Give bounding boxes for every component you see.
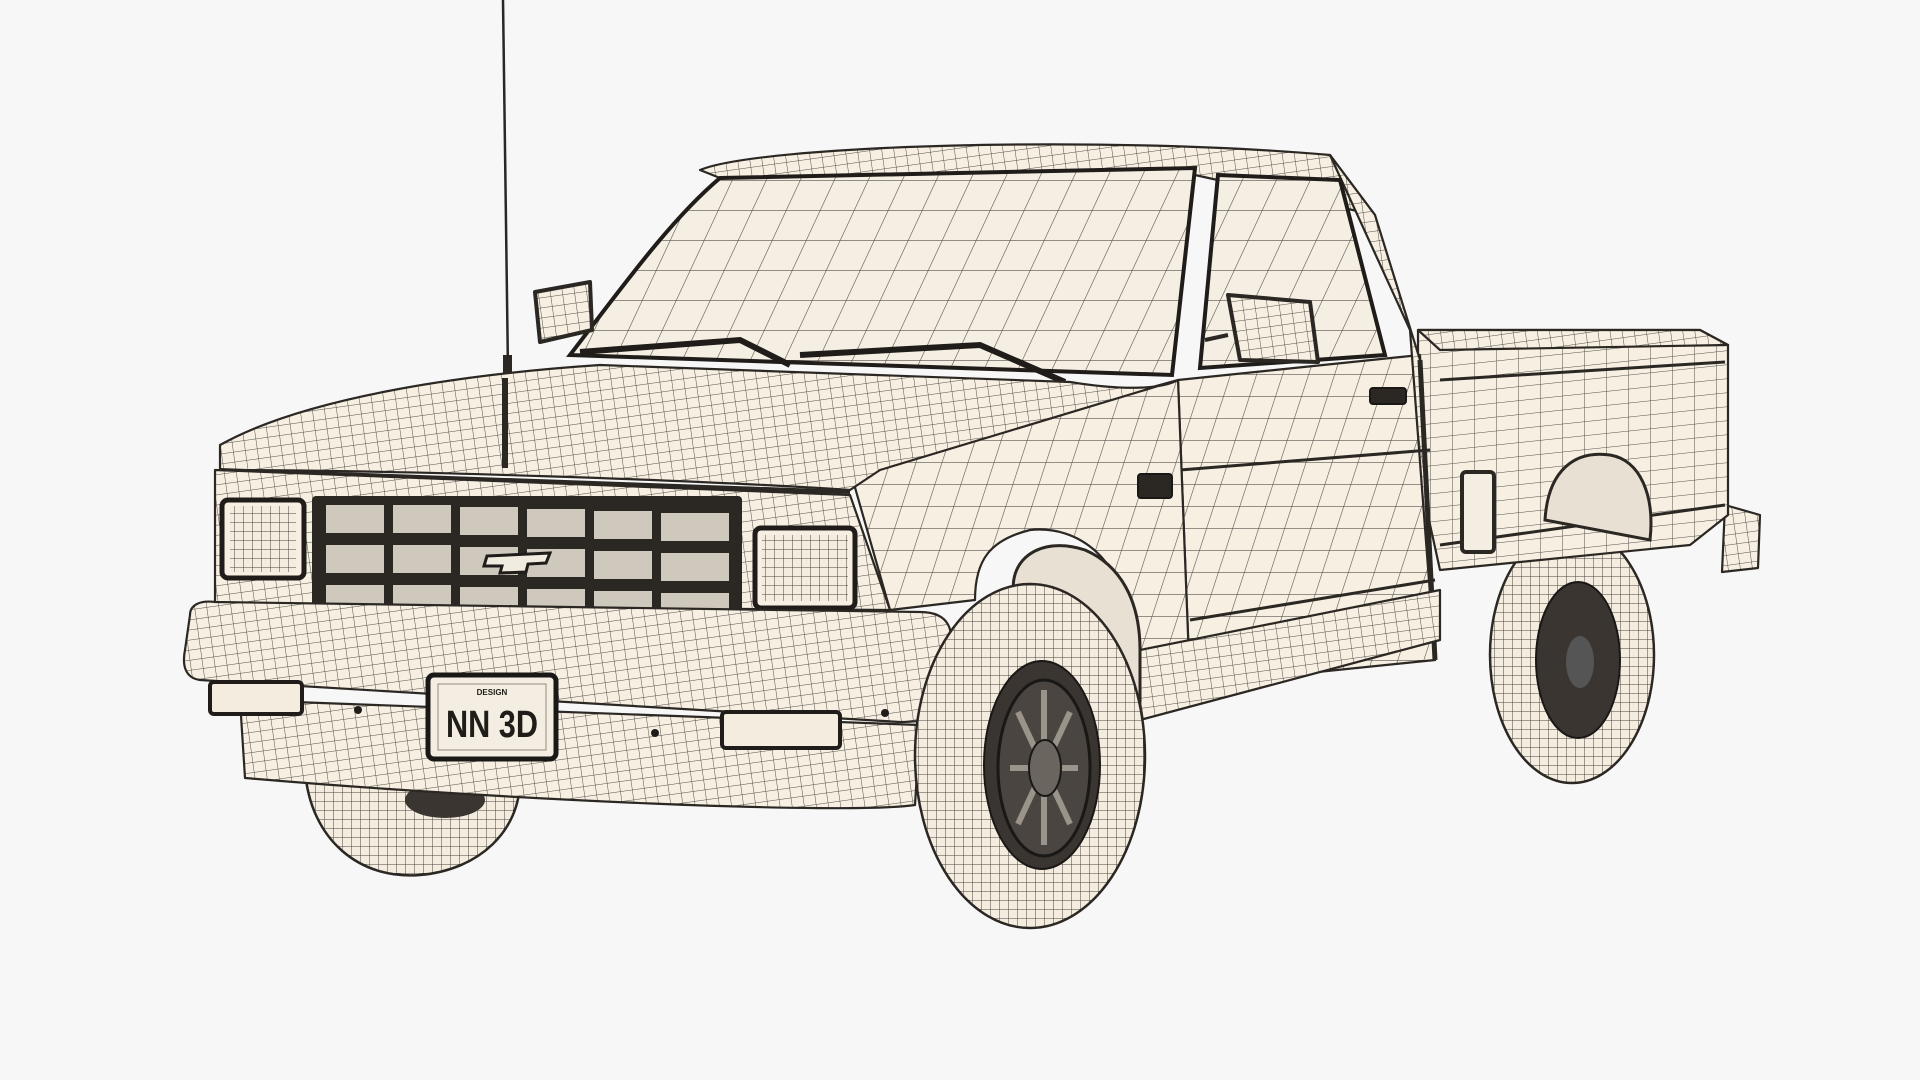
license-plate: DESIGN NN 3D (425, 672, 559, 762)
plate-main-text: NN 3D (446, 704, 538, 746)
front-fascia (213, 468, 892, 624)
side-mirror-right (1204, 293, 1320, 364)
rear-bumper (1720, 503, 1762, 574)
wipers (579, 336, 1067, 385)
cab (566, 143, 1438, 687)
fog-light-left (208, 680, 304, 716)
front-wheel-right (913, 544, 1147, 930)
bowtie-emblem (481, 551, 553, 575)
side-mirror-left (533, 280, 594, 344)
fender-badge (1137, 473, 1173, 499)
antenna (501, 0, 512, 375)
plate-small-text: DESIGN (477, 688, 508, 697)
front-bumper (182, 600, 953, 810)
rear-wheel (1488, 525, 1656, 785)
fog-light-right (720, 710, 842, 750)
truck-bed (1416, 328, 1730, 572)
